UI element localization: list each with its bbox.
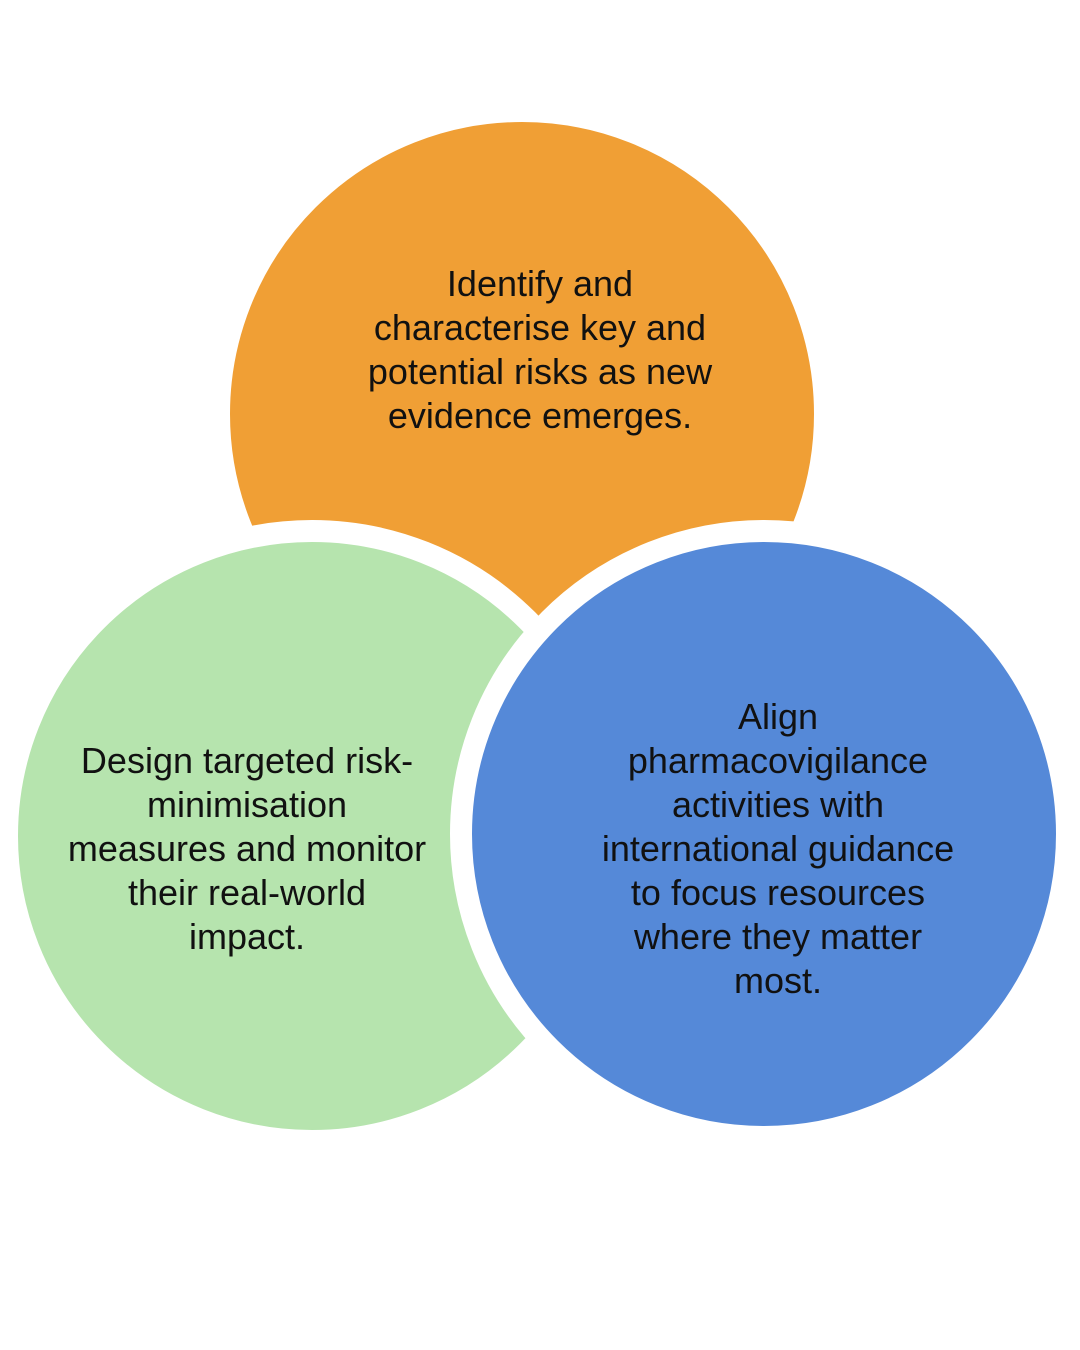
pharmacovigilance-alignment-text: Align pharmacovigilance activities with … [601, 696, 955, 1001]
risk-identification-text: Identify and characterise key and potent… [367, 263, 713, 436]
risk-minimisation-text: Design targeted risk- minimisation measu… [67, 740, 427, 957]
